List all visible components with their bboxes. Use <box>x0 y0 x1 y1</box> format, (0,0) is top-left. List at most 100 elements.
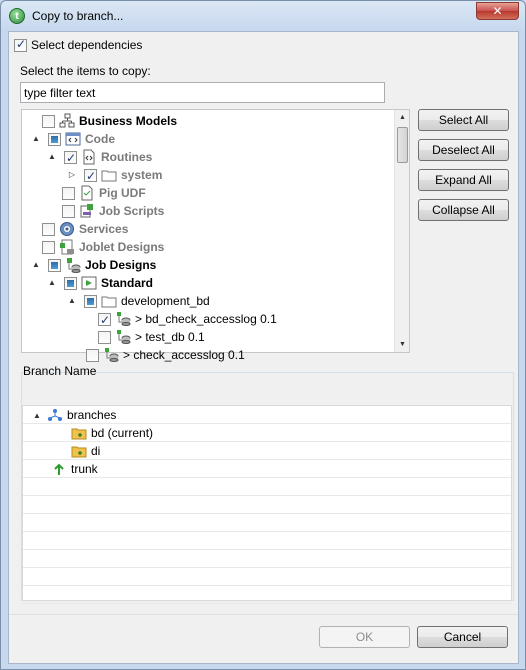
tree-item-label: > bd_check_accesslog 0.1 <box>135 312 277 326</box>
footer-separator <box>9 614 518 615</box>
tree-item[interactable]: > bd_check_accesslog 0.1 <box>98 310 277 329</box>
tree-item-label: Standard <box>101 276 154 290</box>
dialog-body: Select dependencies Select the items to … <box>8 31 519 664</box>
branch-folder-icon <box>71 425 87 441</box>
tree-item-label: > test_db 0.1 <box>135 330 205 344</box>
select-all-button[interactable]: Select All <box>418 109 509 131</box>
tree-item-label: Joblet Designs <box>79 240 165 254</box>
job-icon <box>103 347 119 363</box>
select-dependencies-label: Select dependencies <box>31 38 143 52</box>
code-icon <box>65 131 81 147</box>
items-tree[interactable]: Business Models ▲ Code ▲ Routines ▷systemPig … <box>21 109 410 362</box>
tree-item-checkbox[interactable] <box>42 222 55 236</box>
branches-icon <box>47 407 63 423</box>
tree-item[interactable]: > check_accesslog 0.1 <box>86 346 245 364</box>
tree-item-label: > check_accesslog 0.1 <box>123 348 245 362</box>
tree-item[interactable]: Business Models <box>42 112 177 130</box>
ok-button[interactable]: OK <box>319 626 410 648</box>
expanded-twisty-icon[interactable]: ▲ <box>48 278 56 287</box>
tree-item[interactable]: > test_db 0.1 <box>98 328 205 346</box>
tree-scrollbar[interactable]: ▲ ▼ <box>394 110 409 352</box>
tree-item-checkbox[interactable] <box>48 258 61 272</box>
filter-input[interactable] <box>20 82 385 103</box>
collapse-all-button[interactable]: Collapse All <box>418 199 509 221</box>
tree-item-checkbox[interactable] <box>64 276 77 290</box>
tree-item-checkbox[interactable] <box>64 149 77 167</box>
tree-item-checkbox[interactable] <box>86 348 99 362</box>
tree-item[interactable]: Services <box>42 220 128 238</box>
tree-item-checkbox[interactable] <box>84 294 97 308</box>
tree-item-checkbox[interactable] <box>98 311 111 329</box>
cancel-button[interactable]: Cancel <box>417 626 508 648</box>
branch-label: trunk <box>71 462 98 476</box>
tree-item-label: Code <box>85 132 115 146</box>
joblet-designs-icon <box>59 239 75 255</box>
business-models-icon <box>59 113 75 129</box>
branch-row <box>23 532 511 550</box>
select-dependencies-checkbox[interactable] <box>14 37 27 53</box>
tree-item-checkbox[interactable] <box>48 132 61 146</box>
tree-item-checkbox[interactable] <box>84 167 97 185</box>
branch-row <box>23 514 511 532</box>
tree-item-label: Business Models <box>79 114 178 128</box>
tree-item-label: Job Designs <box>85 258 157 272</box>
branch-row <box>23 550 511 568</box>
tree-item-label: Pig UDF <box>99 186 146 200</box>
tree-item[interactable]: ▲ development_bd <box>66 292 210 310</box>
scroll-up-arrow[interactable]: ▲ <box>399 114 406 121</box>
expanded-twisty-icon[interactable]: ▲ <box>68 296 76 305</box>
tree-item[interactable]: ▲ Routines <box>46 148 153 167</box>
branch-row[interactable]: bd (current) <box>23 424 511 442</box>
branch-table[interactable]: ▲ branches bd (current) di trunk <box>22 405 512 604</box>
job-designs-icon <box>65 257 81 273</box>
job-scripts-icon <box>79 203 95 219</box>
branch-row <box>23 568 511 586</box>
tree-item[interactable]: ▲ Job Designs <box>30 256 156 274</box>
tree-item-checkbox[interactable] <box>62 204 75 218</box>
job-icon <box>115 311 131 327</box>
routines-icon <box>81 149 97 165</box>
select-dependencies-option[interactable]: Select dependencies <box>14 37 143 53</box>
tree-item[interactable]: Pig UDF <box>62 184 146 202</box>
branch-label: di <box>91 444 101 458</box>
pig-udf-icon <box>79 185 95 201</box>
tree-item-checkbox[interactable] <box>42 114 55 128</box>
standard-icon <box>81 275 97 291</box>
branch-row <box>23 586 511 604</box>
expanded-twisty-icon[interactable]: ▲ <box>33 410 41 420</box>
branch-row[interactable]: trunk <box>23 460 511 478</box>
title-bar[interactable]: t Copy to branch... ✕ <box>1 1 525 31</box>
trunk-arrow-icon <box>51 461 67 477</box>
tree-item[interactable]: ▲ Standard <box>46 274 153 292</box>
tree-item-checkbox[interactable] <box>42 240 55 254</box>
tree-item-label: Services <box>79 222 129 236</box>
select-items-label: Select the items to copy: <box>20 64 151 78</box>
tree-item-label: Routines <box>101 150 153 164</box>
tree-item-checkbox[interactable] <box>98 330 111 344</box>
expand-all-button[interactable]: Expand All <box>418 169 509 191</box>
branch-folder-icon <box>71 443 87 459</box>
tree-item-checkbox[interactable] <box>62 186 75 200</box>
tree-item-label: development_bd <box>121 294 210 308</box>
expanded-twisty-icon[interactable]: ▲ <box>32 134 40 143</box>
branch-name-label: Branch Name <box>23 364 97 378</box>
tree-item[interactable]: ▷system <box>66 166 162 185</box>
collapsed-twisty-icon[interactable]: ▷ <box>68 170 76 179</box>
scroll-down-arrow[interactable]: ▼ <box>399 341 406 348</box>
expanded-twisty-icon[interactable]: ▲ <box>32 260 40 269</box>
close-button[interactable]: ✕ <box>476 2 519 20</box>
tree-item[interactable]: ▲ Code <box>30 130 115 148</box>
branch-label: branches <box>67 408 117 422</box>
branch-row <box>23 478 511 496</box>
deselect-all-button[interactable]: Deselect All <box>418 139 509 161</box>
services-icon <box>59 221 75 237</box>
expanded-twisty-icon[interactable]: ▲ <box>48 152 56 161</box>
scroll-thumb[interactable] <box>397 127 408 163</box>
job-icon <box>115 329 131 345</box>
tree-item[interactable]: Joblet Designs <box>42 238 164 256</box>
branch-row[interactable]: di <box>23 442 511 460</box>
tree-item[interactable]: Job Scripts <box>62 202 164 220</box>
window-title: Copy to branch... <box>32 9 124 23</box>
branch-row[interactable]: ▲ branches <box>23 406 511 424</box>
